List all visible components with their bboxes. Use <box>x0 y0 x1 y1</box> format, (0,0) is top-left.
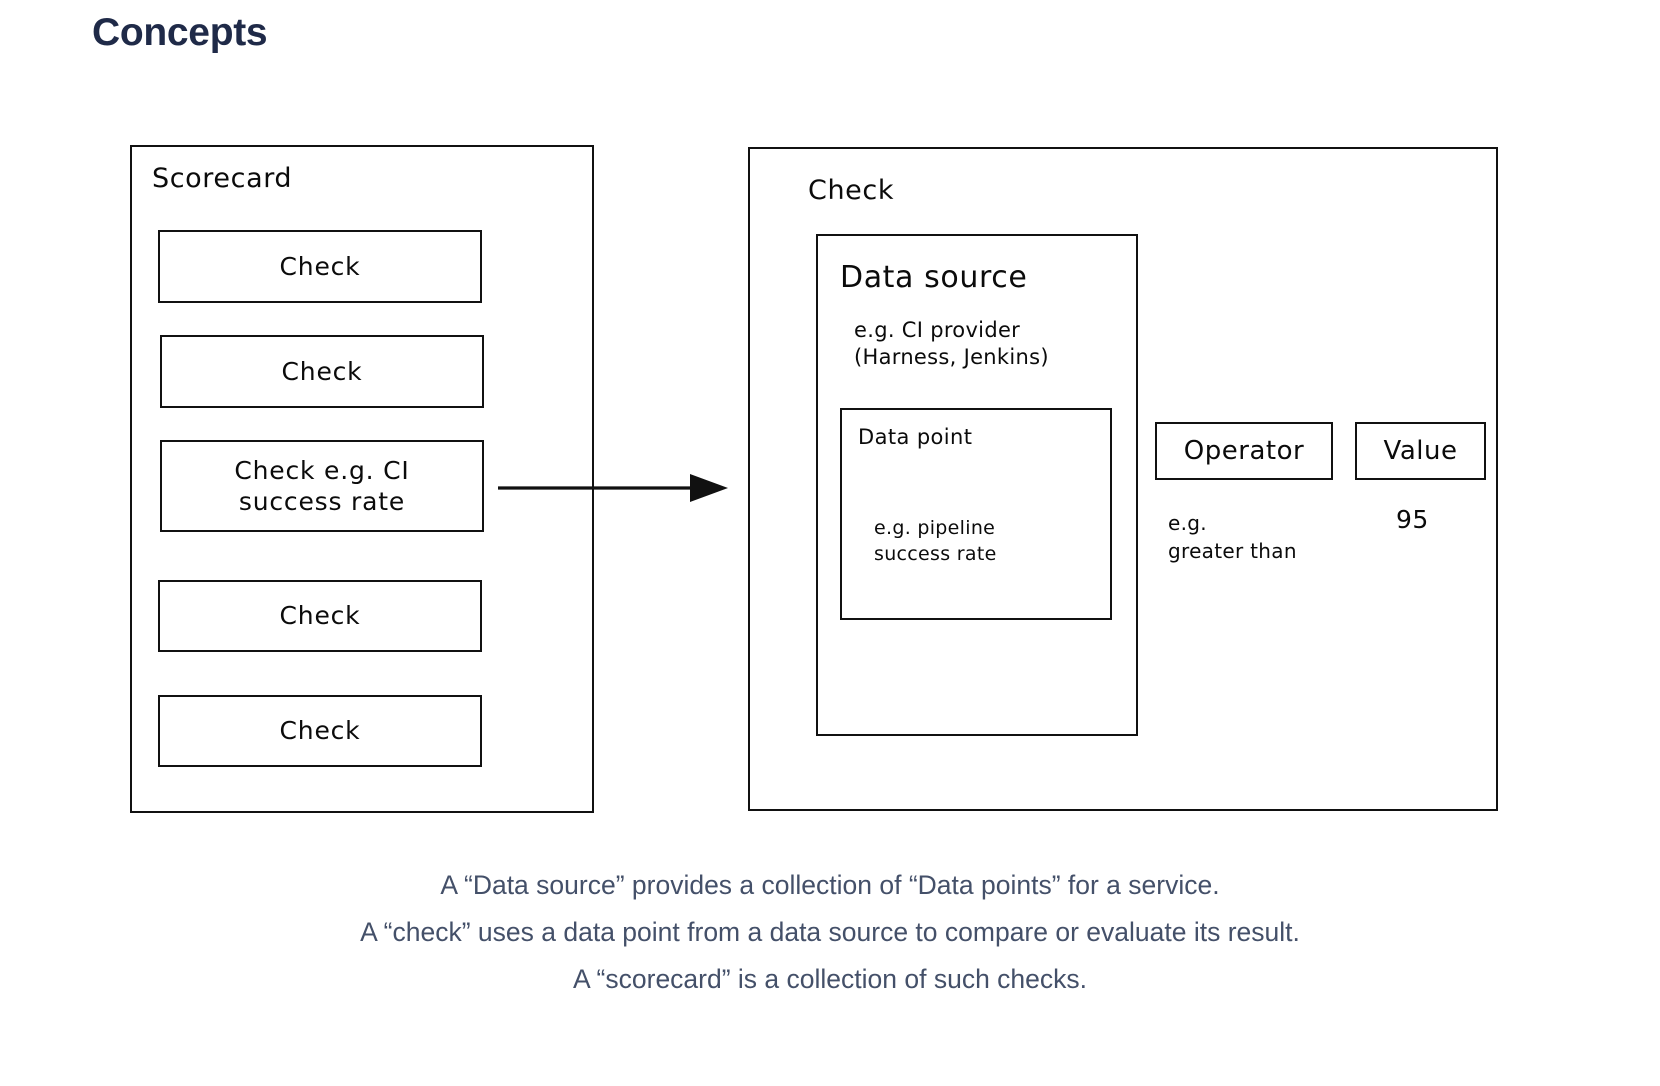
caption-line-2: A “check” uses a data point from a data … <box>360 917 1300 948</box>
value-box[interactable]: Value <box>1355 422 1486 480</box>
operator-label: Operator <box>1183 435 1305 466</box>
flow-arrow-icon <box>498 474 728 502</box>
data-point-note: e.g. pipeline success rate <box>874 517 997 566</box>
scorecard-check-item-3[interactable]: Check e.g. CI success rate <box>160 440 484 532</box>
scorecard-label: Scorecard <box>152 163 293 194</box>
value-note: 95 <box>1396 505 1429 534</box>
operator-note: e.g. greater than <box>1168 511 1297 563</box>
scorecard-check-item-1[interactable]: Check <box>158 230 482 303</box>
operator-box[interactable]: Operator <box>1155 422 1333 480</box>
value-label: Value <box>1383 435 1458 466</box>
data-point-container <box>840 408 1112 620</box>
check-item-label: Check <box>281 356 363 386</box>
data-source-note: e.g. CI provider (Harness, Jenkins) <box>854 318 1049 369</box>
caption-line-1: A “Data source” provides a collection of… <box>440 870 1220 900</box>
scorecard-check-item-2[interactable]: Check <box>160 335 484 408</box>
check-item-label: Check e.g. CI success rate <box>234 455 410 516</box>
check-item-label: Check <box>279 716 361 746</box>
scorecard-check-item-5[interactable]: Check <box>158 695 482 767</box>
caption-line-3: A “scorecard” is a collection of such ch… <box>572 964 1088 995</box>
scorecard-check-item-4[interactable]: Check <box>158 580 482 652</box>
check-item-label: Check <box>279 251 361 281</box>
check-panel-label: Check <box>808 175 895 206</box>
data-source-label: Data source <box>840 260 1028 295</box>
caption-block: A “Data source” provides a collection of… <box>0 862 1660 1003</box>
check-item-label: Check <box>279 601 361 631</box>
data-point-label: Data point <box>858 425 973 449</box>
page-title: Concepts <box>92 11 268 54</box>
